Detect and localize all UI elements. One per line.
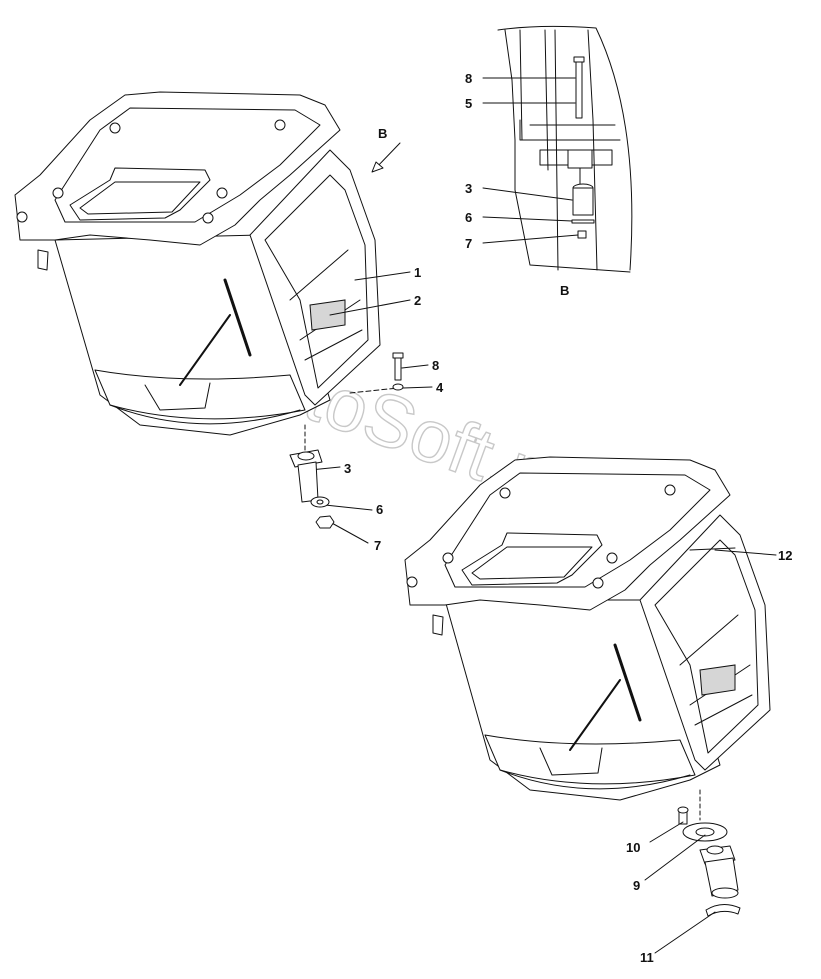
inset-caption: B bbox=[560, 283, 569, 298]
inset-callout-6: 6 bbox=[465, 210, 472, 225]
upper-exploded-parts bbox=[289, 352, 404, 529]
callout-4: 4 bbox=[436, 380, 444, 395]
callout-9: 9 bbox=[633, 878, 640, 893]
callout-7: 7 bbox=[374, 538, 381, 553]
inset-callout-3: 3 bbox=[465, 181, 472, 196]
callout-8: 8 bbox=[432, 358, 439, 373]
callout-6: 6 bbox=[376, 502, 383, 517]
lower-exploded-parts bbox=[677, 789, 741, 917]
callout-3: 3 bbox=[344, 461, 351, 476]
view-b-arrow bbox=[371, 142, 401, 173]
upper-cab-leaders bbox=[309, 271, 433, 544]
cab-assembly-lower bbox=[404, 456, 771, 801]
view-direction-label: B bbox=[378, 126, 387, 141]
inset-callout-7: 7 bbox=[465, 236, 472, 251]
inset-callout-5: 5 bbox=[465, 96, 472, 111]
callout-1: 1 bbox=[414, 265, 421, 280]
callout-2: 2 bbox=[414, 293, 421, 308]
callout-11: 11 bbox=[640, 950, 654, 965]
inset-view-b bbox=[482, 25, 633, 273]
callout-10: 10 bbox=[626, 840, 640, 855]
inset-callout-8: 8 bbox=[465, 71, 472, 86]
lower-cab-leaders bbox=[644, 549, 777, 954]
callout-12: 12 bbox=[778, 548, 792, 563]
cab-assembly-upper bbox=[14, 91, 381, 436]
